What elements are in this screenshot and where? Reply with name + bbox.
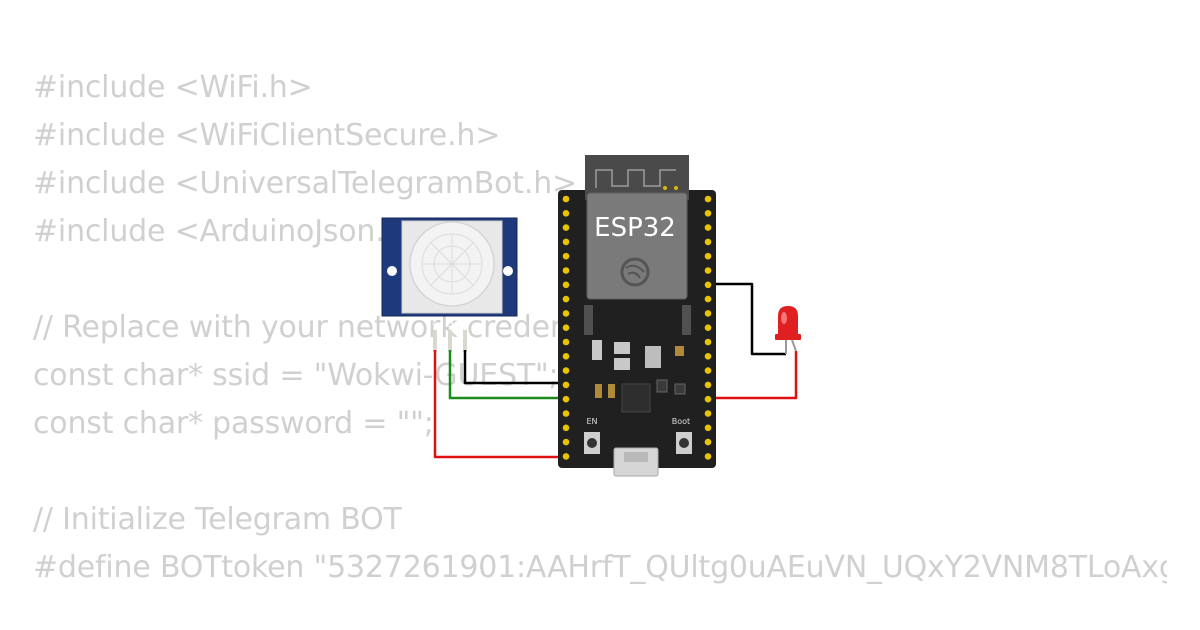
code-background: #include <WiFi.h> #include <WiFiClientSe… xyxy=(33,64,1167,592)
header-pin xyxy=(704,281,712,289)
espressif-logo-icon xyxy=(620,257,650,287)
header-pin xyxy=(704,267,712,274)
header-pin xyxy=(562,353,570,360)
wire-led-gnd[interactable] xyxy=(708,282,786,356)
pir-dome-pattern xyxy=(421,233,483,295)
code-line: #include <UniversalTelegramBot.h> xyxy=(33,166,577,201)
module-pads xyxy=(584,305,691,335)
header-pin xyxy=(704,381,712,389)
header-pin xyxy=(704,453,712,460)
header-pin xyxy=(562,381,570,389)
header-pin xyxy=(562,367,570,374)
led-rim xyxy=(775,334,801,340)
header-pin xyxy=(562,195,570,203)
esp32-shield xyxy=(586,192,688,300)
pir-pin xyxy=(463,330,467,352)
header-pin xyxy=(704,210,712,217)
red-led[interactable] xyxy=(775,306,801,354)
header-pin xyxy=(562,453,570,460)
header-pin xyxy=(704,410,712,417)
esp32-board[interactable]: ESP32 EN Boot xyxy=(558,155,716,477)
header-pin xyxy=(704,295,712,303)
led-anode-leg xyxy=(791,339,797,352)
en-button[interactable] xyxy=(584,432,600,454)
left-header-pins xyxy=(562,195,570,460)
pir-mount-hole xyxy=(387,266,397,276)
header-pin xyxy=(562,281,570,289)
code-line: #include <WiFi.h> xyxy=(33,70,313,105)
header-pin xyxy=(562,395,570,403)
header-pin xyxy=(562,267,570,274)
code-line: #include <WiFiClientSecure.h> xyxy=(33,118,501,153)
header-pin xyxy=(562,224,570,231)
wire-pir-vcc[interactable] xyxy=(433,350,566,459)
header-pin xyxy=(704,324,712,332)
header-pin xyxy=(562,295,570,303)
header-pin xyxy=(562,252,570,260)
usb-chip xyxy=(621,383,651,413)
boot-button[interactable] xyxy=(676,432,692,454)
header-pin xyxy=(562,424,570,432)
header-pin xyxy=(704,224,712,231)
code-line: const char* password = ""; xyxy=(33,406,434,441)
header-pin xyxy=(704,310,712,317)
header-pin xyxy=(704,424,712,432)
header-pin xyxy=(562,310,570,317)
header-pin xyxy=(562,410,570,417)
header-pin xyxy=(562,210,570,217)
pir-pin xyxy=(448,330,452,352)
boot-button-label: Boot xyxy=(672,417,690,426)
en-button-label: EN xyxy=(586,417,597,426)
pir-pin-label-gnd: − xyxy=(461,320,469,330)
header-pin xyxy=(704,338,712,346)
esp32-label: ESP32 xyxy=(594,213,676,243)
wire-led-signal[interactable] xyxy=(708,351,798,400)
header-pin xyxy=(704,367,712,374)
header-pin xyxy=(704,353,712,360)
code-line: // Initialize Telegram BOT xyxy=(33,502,402,537)
header-pin xyxy=(562,438,570,446)
header-pin xyxy=(562,338,570,346)
header-pin xyxy=(704,252,712,260)
header-pin xyxy=(704,395,712,403)
pir-pin xyxy=(433,330,437,352)
code-line: #include <ArduinoJson.h> xyxy=(33,214,429,249)
code-line: // Replace with your network credentials xyxy=(33,310,631,345)
right-header-pins xyxy=(704,195,712,460)
pir-mount-hole xyxy=(503,266,513,276)
header-pin xyxy=(704,195,712,203)
code-line: const char* ssid = "Wokwi-GUEST"; xyxy=(33,358,559,393)
header-pin xyxy=(562,324,570,332)
wires xyxy=(433,282,798,459)
code-line: #define BOTtoken "5327261901:AAHrfT_QUlt… xyxy=(33,550,1167,585)
pir-pin-label-data: D xyxy=(447,320,454,330)
header-pin xyxy=(704,438,712,446)
antenna-trace xyxy=(595,169,676,188)
header-pin xyxy=(704,238,712,246)
wire-pir-gnd[interactable] xyxy=(463,350,566,385)
pir-pin-label-vcc: + xyxy=(431,320,439,330)
wire-pir-data[interactable] xyxy=(448,350,566,400)
led-body xyxy=(778,306,798,336)
pir-sensor[interactable]: + D − xyxy=(381,217,518,352)
header-pin xyxy=(562,238,570,246)
